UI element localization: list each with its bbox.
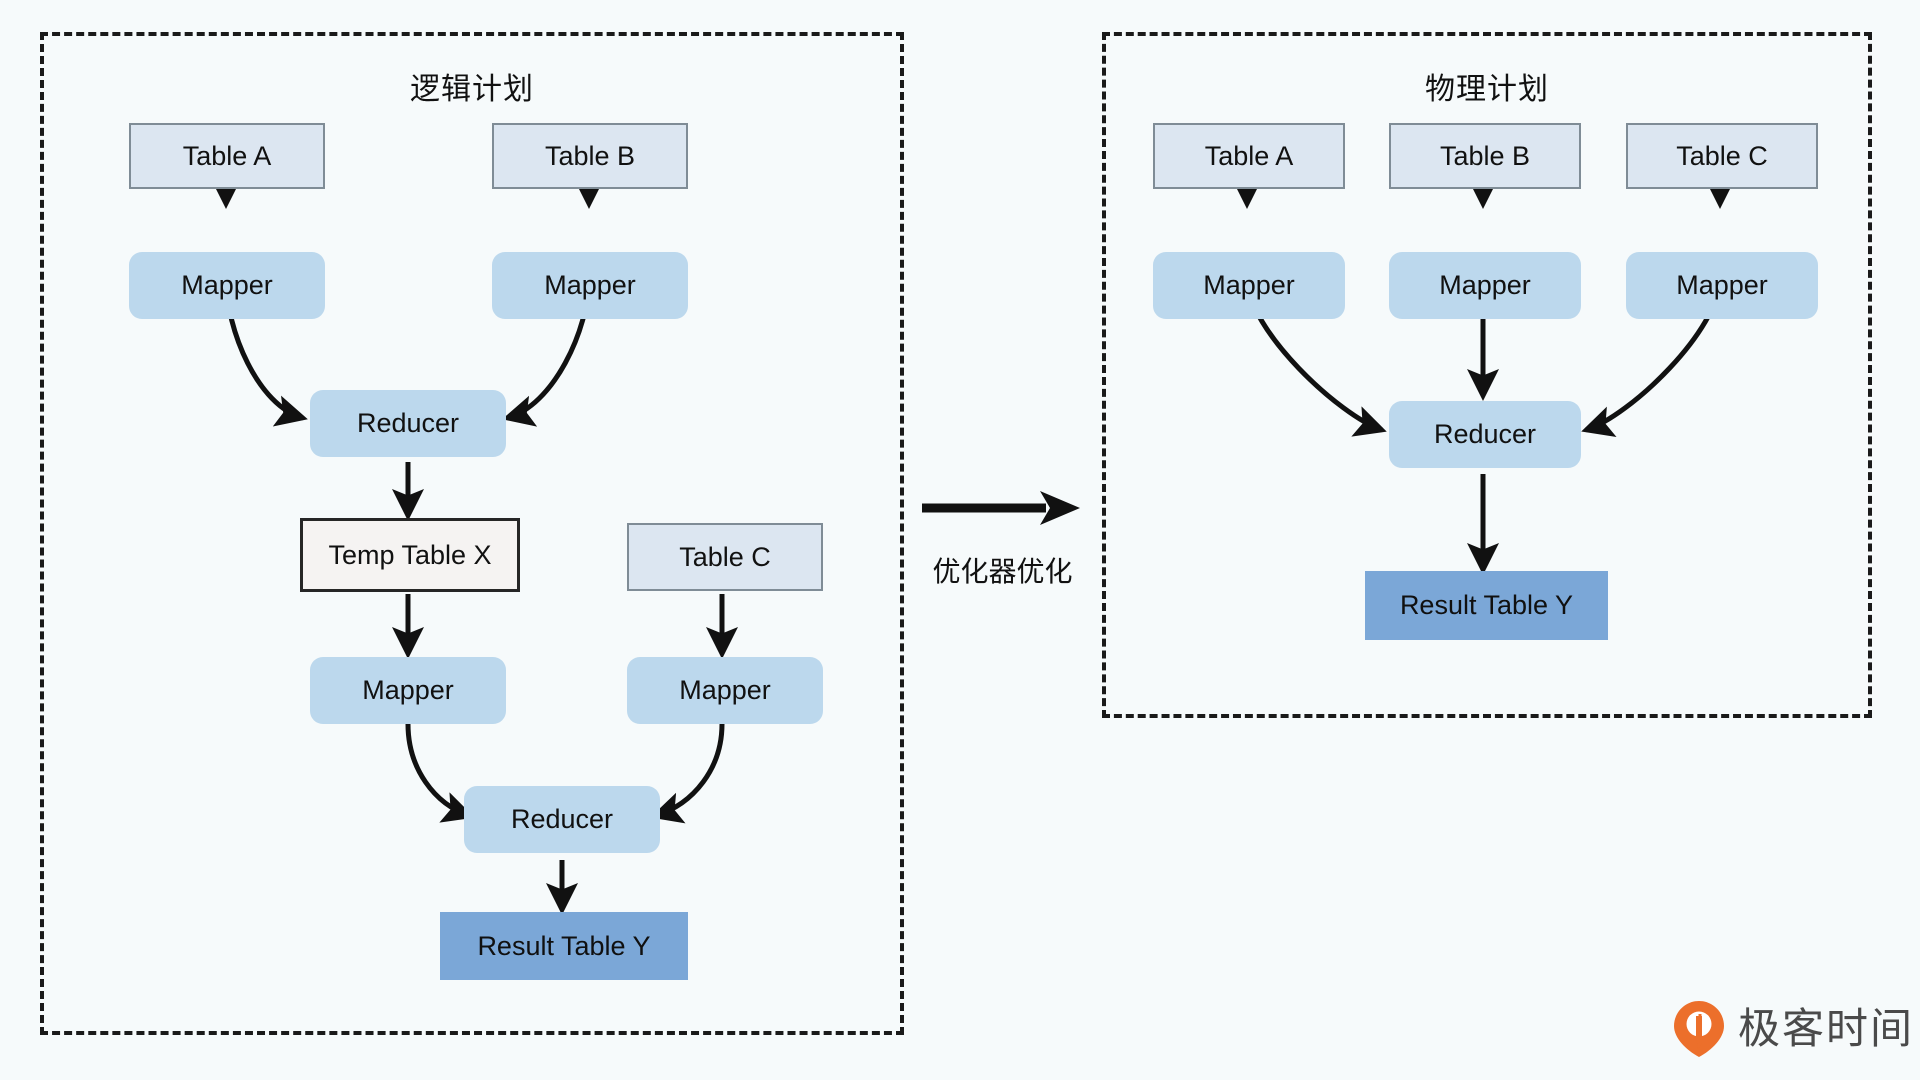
node-label: Result Table Y <box>1399 590 1574 620</box>
node-p-result-table-y[interactable]: Result Table Y <box>1365 571 1608 640</box>
node-p-table-a[interactable]: Table A <box>1153 123 1345 189</box>
node-l-result-table-y[interactable]: Result Table Y <box>440 912 688 980</box>
node-label: Mapper <box>679 675 771 705</box>
node-l-table-b[interactable]: Table B <box>492 123 688 189</box>
node-label: Mapper <box>1203 270 1295 300</box>
node-p-mapper-3[interactable]: Mapper <box>1626 252 1818 319</box>
node-label: Mapper <box>1676 270 1768 300</box>
node-l-mapper-1[interactable]: Mapper <box>129 252 325 319</box>
node-label: Table B <box>1439 140 1531 171</box>
node-l-mapper-2[interactable]: Mapper <box>492 252 688 319</box>
node-label: Reducer <box>356 408 460 438</box>
watermark-text: 极客时间 <box>1738 1004 1915 1053</box>
node-label: Table C <box>679 541 771 572</box>
logical-plan-title: 逻辑计划 <box>410 72 534 107</box>
node-label: Mapper <box>544 270 636 300</box>
node-label: Mapper <box>1439 270 1531 300</box>
node-label: Result Table Y <box>477 930 651 961</box>
node-label: Mapper <box>362 675 454 705</box>
watermark: 极客时间 <box>1672 1000 1914 1058</box>
node-label: Table A <box>1204 140 1294 171</box>
node-l-reducer-2[interactable]: Reducer <box>464 786 660 853</box>
node-l-mapper-4[interactable]: Mapper <box>627 657 823 724</box>
node-l-mapper-3[interactable]: Mapper <box>310 657 506 724</box>
physical-plan-panel: 物理计划 <box>1102 32 1872 718</box>
node-label: Table C <box>1676 140 1768 171</box>
node-l-table-c[interactable]: Table C <box>627 523 823 591</box>
node-p-mapper-1[interactable]: Mapper <box>1153 252 1345 319</box>
node-label: Reducer <box>1433 419 1537 449</box>
node-l-temp-table-x[interactable]: Temp Table X <box>300 518 520 592</box>
node-label: Mapper <box>181 270 273 300</box>
node-p-table-c[interactable]: Table C <box>1626 123 1818 189</box>
node-label: Reducer <box>510 804 614 834</box>
optimizer-transform: 优化器优化 <box>920 478 1085 598</box>
logical-plan-panel: 逻辑计划 <box>40 32 904 1035</box>
node-label: Temp Table X <box>328 539 492 570</box>
node-l-reducer-1[interactable]: Reducer <box>310 390 506 457</box>
node-l-table-a[interactable]: Table A <box>129 123 325 189</box>
optimizer-label: 优化器优化 <box>932 555 1073 588</box>
node-label: Table B <box>544 140 636 171</box>
node-p-reducer[interactable]: Reducer <box>1389 401 1581 468</box>
node-p-mapper-2[interactable]: Mapper <box>1389 252 1581 319</box>
geektime-pin-icon <box>1672 1000 1726 1058</box>
node-p-table-b[interactable]: Table B <box>1389 123 1581 189</box>
optimizer-arrow-icon <box>922 491 1080 525</box>
physical-plan-title: 物理计划 <box>1425 72 1549 107</box>
node-label: Table A <box>182 140 272 171</box>
